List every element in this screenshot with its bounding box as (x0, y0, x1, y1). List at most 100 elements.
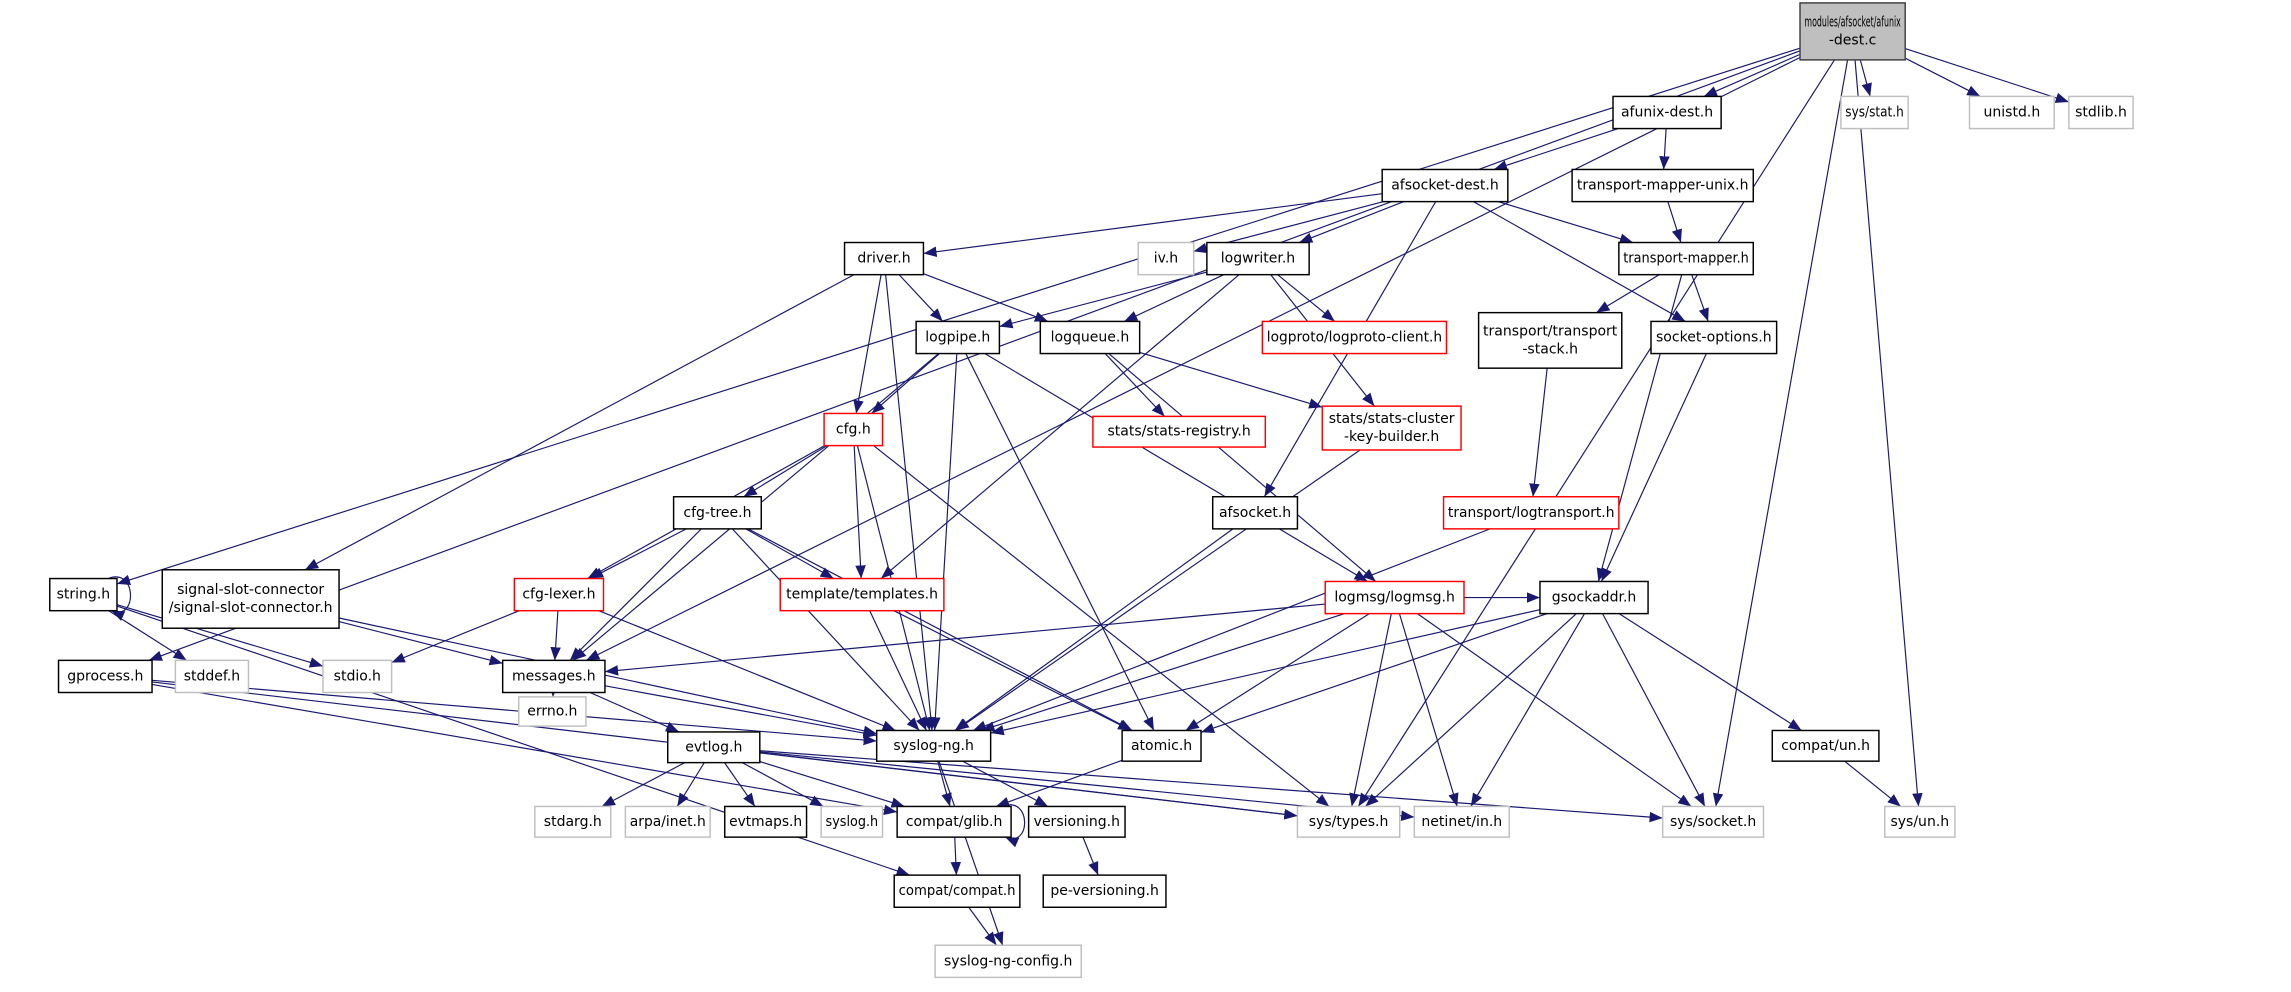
node-compat-compat[interactable]: compat/compat.h (893, 874, 1021, 908)
node-afsocket[interactable]: afsocket.h (1211, 496, 1299, 530)
node-main[interactable]: modules/afsocket/afunix-dest.c (1799, 2, 1906, 61)
node-logmsg[interactable]: logmsg/logmsg.h (1324, 580, 1465, 615)
node-syslog-ng-config[interactable]: syslog-ng-config.h (934, 944, 1082, 979)
node-socket-options[interactable]: socket-options.h (1650, 320, 1778, 355)
node-evtmaps[interactable]: evtmaps.h (724, 805, 808, 838)
node-box (1477, 311, 1623, 369)
node-transport-stack[interactable]: transport/transport-stack.h (1477, 311, 1623, 369)
edge-main-to-sys-socket (1712, 59, 1849, 807)
node-box (724, 805, 808, 838)
node-ssc[interactable]: signal-slot-connector/signal-slot-connec… (161, 569, 340, 629)
edge-gsockaddr-to-atomic (1200, 613, 1548, 734)
node-box (893, 874, 1021, 908)
node-logtransport[interactable]: transport/logtransport.h (1442, 496, 1620, 530)
node-unistd[interactable]: unistd.h (1968, 95, 2055, 130)
node-sys-stat[interactable]: sys/stat.h (1840, 95, 1909, 130)
edge-driver-to-logpipe (898, 274, 944, 322)
node-gprocess[interactable]: gprocess.h (57, 659, 153, 694)
edge-syslog-ng-to-syslog-ng-config (938, 760, 1004, 946)
edge-atomic-to-compat-glib (995, 759, 1123, 808)
node-label: arpa/inet.h (630, 814, 706, 830)
node-label: afsocket.h (1219, 505, 1291, 521)
node-templates[interactable]: template/templates.h (779, 577, 945, 612)
node-box (174, 659, 250, 694)
node-label: compat/glib.h (906, 814, 1003, 830)
node-label: socket-options.h (1656, 329, 1772, 345)
node-evtlog[interactable]: evtlog.h (667, 731, 761, 764)
node-box (934, 944, 1082, 979)
node-box (1137, 241, 1195, 276)
edge-logpipe-to-cfg (871, 353, 940, 414)
edge-evtlog-to-sys-socket (759, 750, 1663, 823)
node-label: stdlib.h (2075, 104, 2127, 120)
node-stdlib[interactable]: stdlib.h (2068, 95, 2134, 130)
node-cfg-lexer[interactable]: cfg-lexer.h (513, 577, 605, 612)
edge-cfg-lexer-to-syslog-ng (598, 610, 896, 732)
node-compat-glib[interactable]: compat/glib.h (896, 805, 1012, 838)
edge-driver-to-logqueue (923, 273, 1049, 322)
node-syslog-ng[interactable]: syslog-ng.h (875, 729, 992, 762)
edge-logpipe-to-logmsg (984, 353, 1368, 582)
edge-afunix-dest-to-afsocket-dest (1493, 128, 1619, 171)
edges (107, 47, 2070, 946)
node-atomic[interactable]: atomic.h (1121, 729, 1202, 762)
node-label: sys/un.h (1890, 814, 1949, 830)
node-messages[interactable]: messages.h (501, 659, 606, 694)
node-logqueue[interactable]: logqueue.h (1039, 320, 1141, 355)
node-sys-un[interactable]: sys/un.h (1884, 805, 1956, 838)
node-errno[interactable]: errno.h (518, 696, 587, 727)
node-afsocket-dest[interactable]: afsocket-dest.h (1381, 168, 1509, 203)
node-stdio[interactable]: stdio.h (322, 659, 393, 694)
edge-cfg-to-cfg-tree (743, 445, 828, 498)
node-tm[interactable]: transport-mapper.h (1618, 241, 1754, 276)
edge-gsockaddr-to-sys-socket (1602, 613, 1706, 807)
node-label: syslog-ng.h (893, 738, 973, 754)
edge-transport-stack-to-logtransport (1529, 368, 1548, 497)
node-box (1612, 95, 1722, 130)
edge-socket-options-to-gsockaddr (1600, 353, 1707, 582)
node-tm-unix[interactable]: transport-mapper-unix.h (1571, 168, 1754, 203)
edge-driver-to-syslog-ng (885, 274, 936, 731)
node-sys-types[interactable]: sys/types.h (1296, 805, 1401, 838)
node-label: driver.h (857, 251, 910, 267)
edge-afsocket-dest-to-tm (1497, 201, 1634, 244)
edge-compat-compat-to-syslog-ng-config (968, 906, 997, 946)
node-arpa-inet[interactable]: arpa/inet.h (624, 805, 711, 838)
node-sys-socket[interactable]: sys/socket.h (1661, 805, 1765, 838)
node-gsockaddr[interactable]: gsockaddr.h (1539, 580, 1649, 615)
node-driver[interactable]: driver.h (843, 241, 925, 276)
node-netinet-in[interactable]: netinet/in.h (1413, 805, 1511, 838)
edge-string-to-stddef (108, 610, 187, 661)
node-stats-registry[interactable]: stats/stats-registry.h (1092, 415, 1267, 448)
node-iv[interactable]: iv.h (1137, 241, 1195, 276)
edge-logwriter-to-logproto-client (1277, 274, 1336, 322)
nodes: modules/afsocket/afunix-dest.c afunix-des… (49, 2, 2134, 979)
node-cfg[interactable]: cfg.h (823, 412, 884, 447)
node-syslog[interactable]: syslog.h (820, 805, 884, 838)
node-logpipe[interactable]: logpipe.h (915, 320, 1001, 355)
edge-compat-un-to-sys-un (1844, 760, 1902, 807)
edge-logmsg-to-netinet-in (1398, 613, 1459, 807)
node-logproto-client[interactable]: logproto/logproto-client.h (1261, 320, 1448, 355)
node-stddef[interactable]: stddef.h (174, 659, 250, 694)
node-cfg-tree[interactable]: cfg-tree.h (672, 496, 762, 530)
node-stdarg[interactable]: stdarg.h (534, 805, 612, 838)
node-compat-un[interactable]: compat/un.h (1771, 729, 1880, 762)
node-label: -dest.c (1829, 33, 1877, 49)
node-box (1296, 805, 1401, 838)
edge-afsocket-dest-to-socket-options (1473, 201, 1686, 322)
node-stats-ckb[interactable]: stats/stats-cluster-key-builder.h (1321, 405, 1462, 451)
node-afunix-dest[interactable]: afunix-dest.h (1612, 95, 1722, 130)
node-logwriter[interactable]: logwriter.h (1206, 241, 1310, 276)
node-box (1324, 580, 1465, 615)
node-versioning[interactable]: versioning.h (1027, 805, 1126, 838)
edge-main-to-sys-stat (1859, 59, 1872, 97)
node-string[interactable]: string.h (49, 577, 118, 612)
node-pe-versioning[interactable]: pe-versioning.h (1042, 874, 1167, 908)
node-label: stats/stats-cluster (1329, 411, 1455, 427)
node-box (501, 659, 606, 694)
node-label: afunix-dest.h (1621, 104, 1713, 120)
node-label: logproto/logproto-client.h (1267, 329, 1442, 345)
edge-syslog-ng-to-versioning (962, 760, 1049, 807)
